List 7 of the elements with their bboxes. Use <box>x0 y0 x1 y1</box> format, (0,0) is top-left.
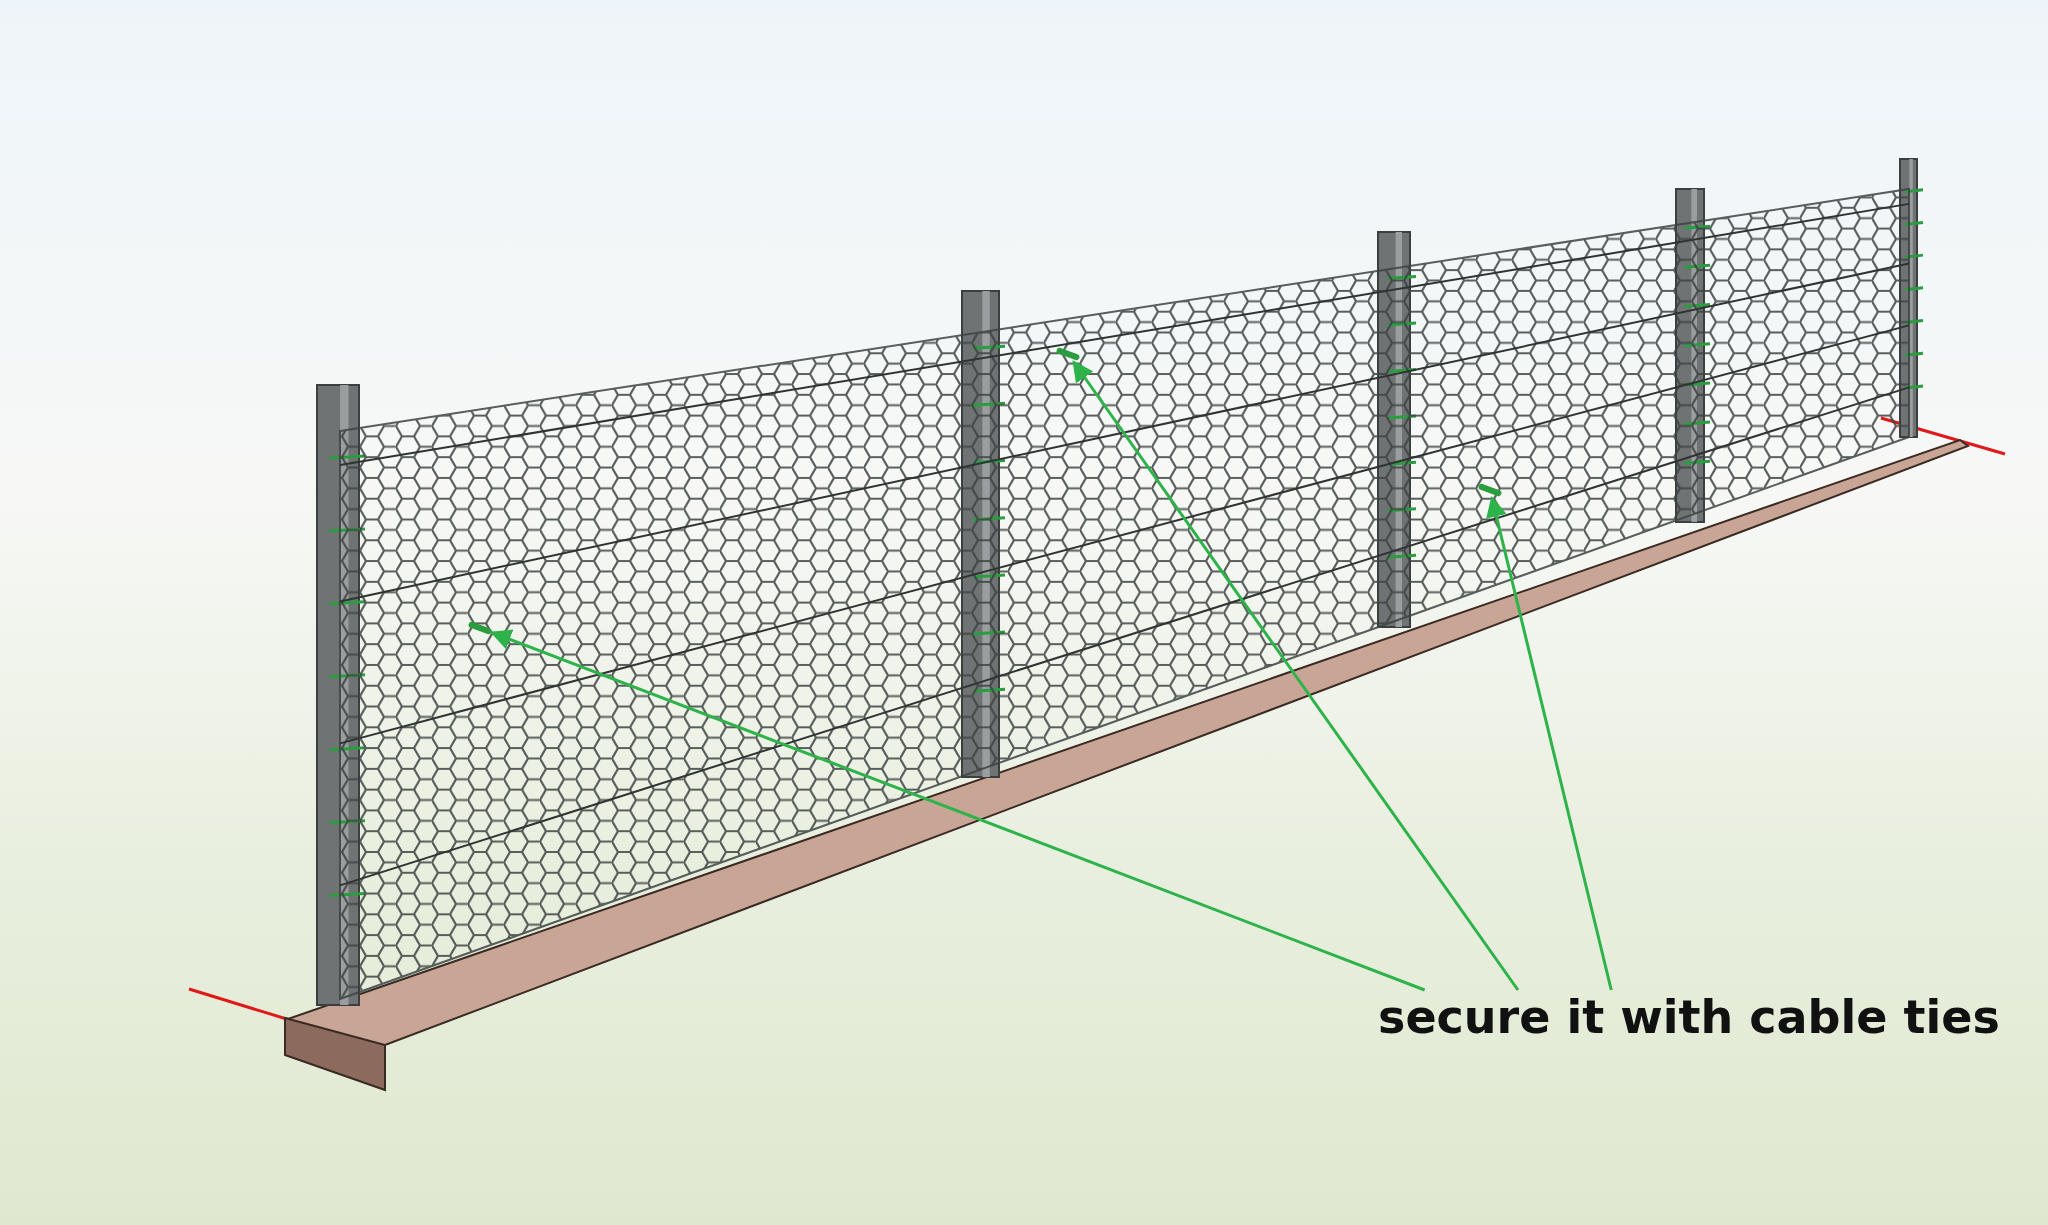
leader-arrow <box>1486 495 1613 991</box>
cable-tie-icon <box>467 621 493 635</box>
leader-arrow <box>490 629 1426 992</box>
cable-tie-icon <box>1477 483 1503 497</box>
callout-text: secure it with cable ties <box>1378 990 2000 1044</box>
leader-arrow <box>1072 360 1520 991</box>
cable-tie-icon <box>1055 347 1081 361</box>
